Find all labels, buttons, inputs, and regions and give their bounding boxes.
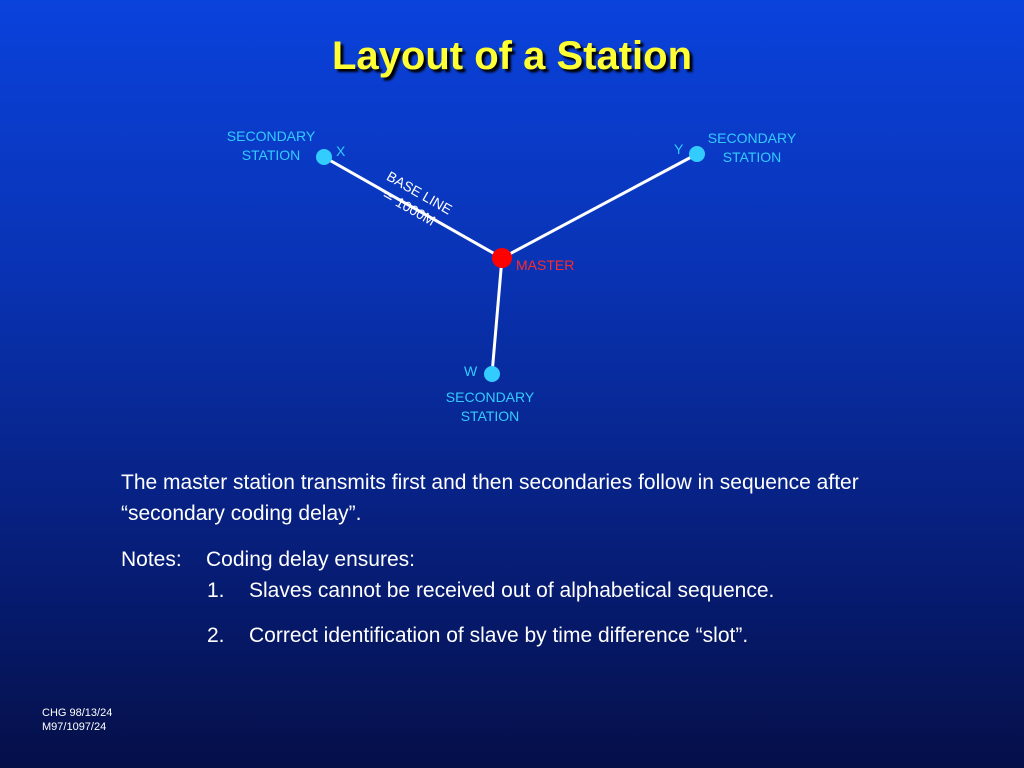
footer-line-1: CHG 98/13/24 (42, 707, 113, 719)
notes-intro: Coding delay ensures: (206, 548, 415, 571)
station-w-label-line1: SECONDARY (446, 389, 535, 405)
note-text: Correct identification of slave by time … (249, 624, 749, 647)
master-dot (492, 248, 512, 268)
station-x-letter: X (336, 143, 346, 159)
link-w (490, 257, 504, 375)
station-w-label-line2: STATION (461, 408, 520, 424)
station-w-dot (484, 366, 500, 382)
station-y-letter: Y (674, 141, 684, 157)
footer-line-2: M97/1097/24 (42, 721, 107, 733)
note-number: 2. (207, 624, 225, 647)
station-y-label-line2: STATION (723, 149, 782, 165)
description-paragraph: The master station transmits first and t… (121, 471, 859, 525)
station-w-letter: W (464, 363, 478, 379)
slide-title: Layout of a Station (332, 34, 692, 78)
station-x-label-line1: SECONDARY (227, 128, 316, 144)
station-x-dot (316, 149, 332, 165)
footer-reference: CHG 98/13/24 M97/1097/24 (42, 706, 112, 734)
station-y-dot (689, 146, 705, 162)
station-layout-diagram: X SECONDARY STATION Y SECONDARY STATION … (227, 128, 797, 424)
note-number: 1. (207, 579, 225, 602)
master-label: MASTER (516, 257, 574, 273)
notes-label: Notes: (121, 548, 182, 571)
link-y (501, 152, 698, 260)
station-y-label-line1: SECONDARY (708, 130, 797, 146)
baseline-link-x (323, 155, 503, 260)
note-text: Slaves cannot be received out of alphabe… (249, 579, 775, 602)
station-x-label-line2: STATION (242, 147, 301, 163)
